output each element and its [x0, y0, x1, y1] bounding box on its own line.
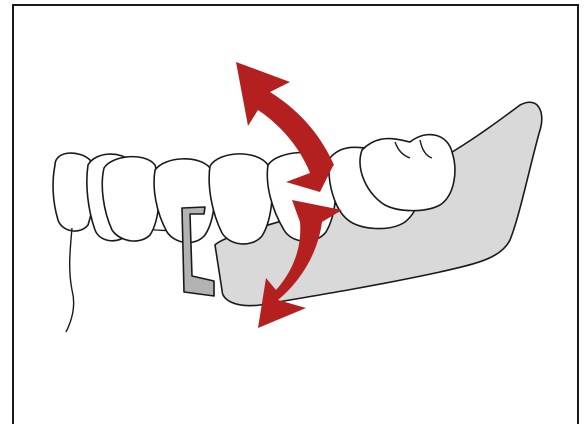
floss-line	[66, 228, 74, 332]
tooth-3	[102, 157, 159, 241]
dental-illustration	[0, 0, 585, 406]
figure-canvas	[0, 0, 585, 406]
tooth-5	[209, 154, 272, 244]
